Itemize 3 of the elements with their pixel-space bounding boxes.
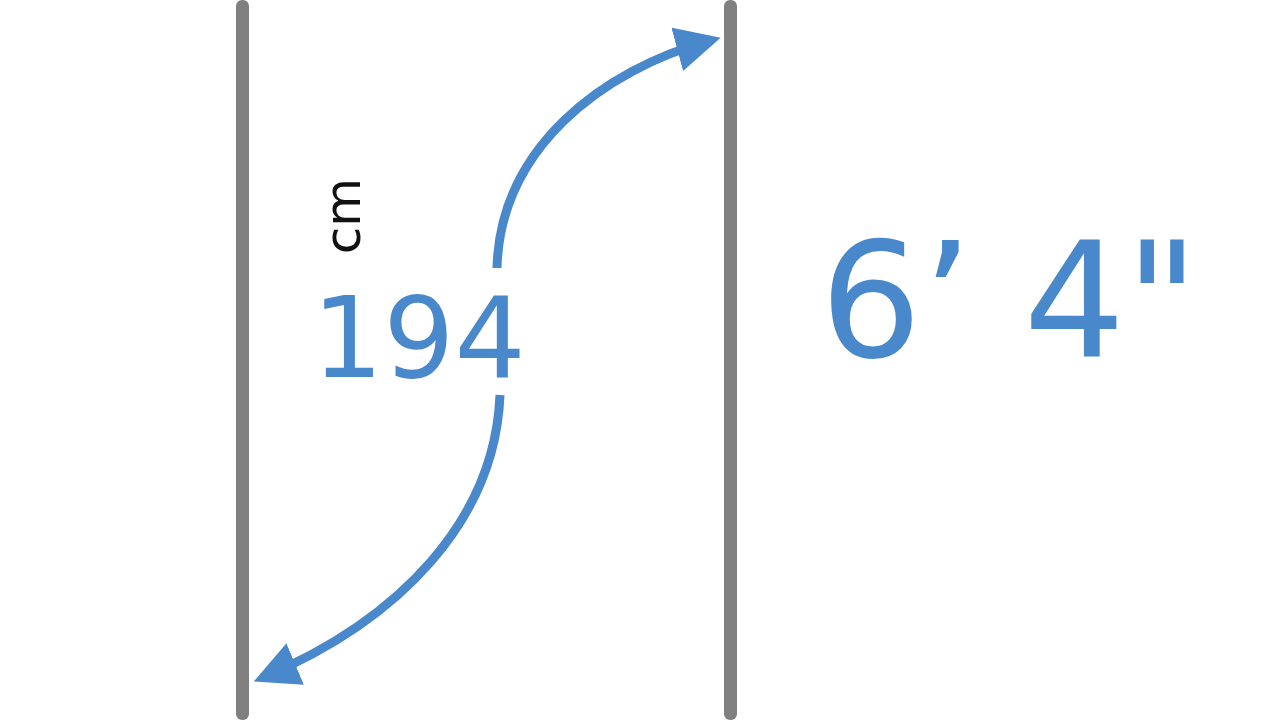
measurement-value: 194 bbox=[312, 282, 526, 394]
measurement-value: 6’ 4" bbox=[820, 222, 1199, 382]
unit-label: cm bbox=[318, 178, 368, 255]
